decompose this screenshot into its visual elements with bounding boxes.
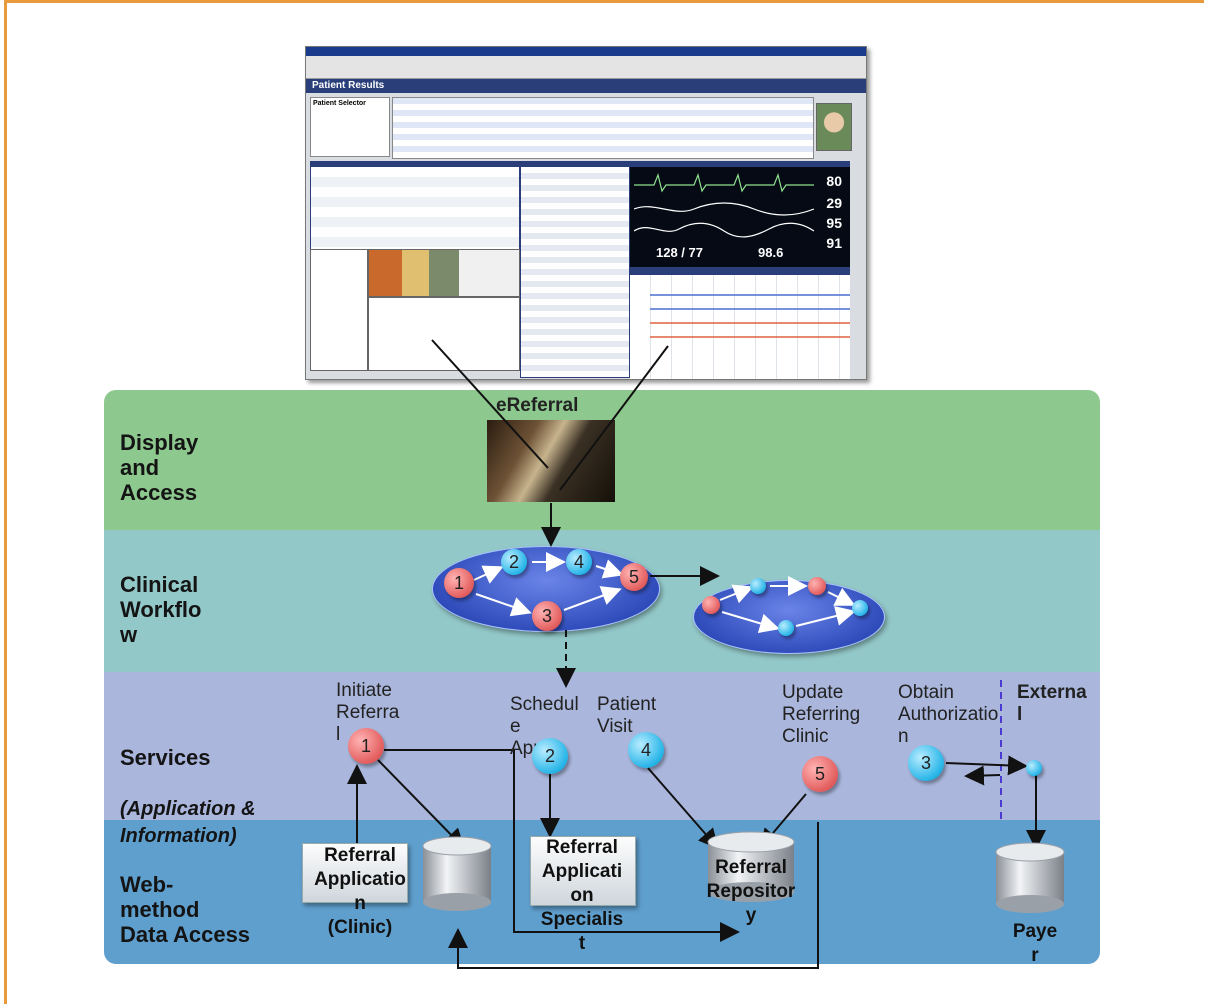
vitals-monitor: 80 29 95 91 128 / 77 98.6 — [630, 161, 850, 271]
workflow2-node-blue-b — [852, 600, 868, 616]
arrow-feedback-to-clinic-db — [448, 822, 819, 969]
wf2-arrow-a — [719, 584, 754, 604]
service-step-3: 3 — [908, 745, 944, 781]
trend-chart — [630, 267, 850, 379]
workflow-step-5: 5 — [620, 563, 648, 591]
vital-pr: 91 — [826, 235, 842, 251]
external-node — [1026, 760, 1042, 776]
trend-lines — [650, 294, 850, 338]
external-label: Externa l — [1017, 682, 1087, 725]
payer-database-icon — [995, 842, 1065, 913]
service-step-4: 4 — [628, 732, 664, 768]
wf-arrow-1-2 — [473, 565, 504, 584]
label-services: Services (Application & Information) — [120, 720, 256, 849]
workflow-step-2: 2 — [501, 549, 527, 575]
workflow2-node-blue-c — [778, 620, 794, 636]
image-thumbnails — [368, 249, 520, 297]
service-obtain-authorization-label: Obtain Authorizatio n — [898, 682, 999, 747]
ereferral-photo — [487, 420, 615, 502]
vital-bp: 128 / 77 — [656, 245, 703, 260]
app-title-bar: Patient Results — [306, 79, 866, 93]
patient-results-screenshot: Patient Results Patient Selector 80 29 9… — [305, 46, 867, 380]
workflow-step-3: 3 — [532, 601, 562, 631]
workflow-step-4: 4 — [566, 549, 592, 575]
service-step-2: 2 — [532, 738, 568, 774]
wf-arrow-4-5 — [595, 559, 624, 579]
workflow2-node-red-a — [702, 596, 720, 614]
payer-label: Paye r — [1012, 921, 1058, 966]
referral-repository-icon — [707, 831, 795, 902]
vital-resp: 29 — [826, 195, 842, 211]
app-title: Patient Results — [312, 80, 385, 91]
document-tree — [310, 249, 368, 371]
workflow2-node-red-b — [808, 577, 826, 595]
service-initiate-referral-label: Initiate Referra l — [336, 680, 400, 745]
arrow-initiate-to-repository — [384, 749, 740, 942]
wf2-arrow-e — [795, 606, 856, 627]
wf2-arrow-d — [721, 611, 780, 634]
patient-table — [392, 97, 814, 159]
patient-selector-label: Patient Selector — [313, 100, 366, 107]
arrow-external-to-obtain — [964, 765, 1001, 786]
window-menubar — [306, 56, 866, 79]
document-view — [368, 297, 520, 371]
patient-selector-panel: Patient Selector — [310, 97, 390, 157]
wf-arrow-3-5 — [563, 586, 622, 611]
referral-app-clinic-box — [302, 843, 408, 903]
referral-app-specialist-label: Referral Applicati on Specialis t — [540, 837, 624, 954]
wf-arrow-1-3 — [475, 593, 532, 617]
wf2-arrow-c — [827, 587, 856, 606]
vital-hr: 80 — [826, 173, 842, 189]
outer-frame — [4, 0, 1204, 1004]
referral-app-specialist-box — [530, 836, 636, 906]
referral-repository-label: Referral Repositor y — [706, 857, 796, 926]
clinic-database-icon — [422, 836, 492, 911]
arrow-initiate-to-db — [377, 759, 465, 849]
referral-app-clinic-label: Referral Applicatio n (Clinic) — [314, 845, 406, 938]
service-step-5: 5 — [802, 756, 838, 792]
line-screenshot-left — [431, 339, 549, 469]
label-display-access: Display and Access — [120, 430, 199, 505]
services-subtitle: (Application & Information) — [120, 798, 256, 847]
results-table — [520, 161, 630, 378]
workflow-step-1: 1 — [444, 568, 474, 598]
ecg-waveforms — [634, 173, 814, 238]
patient-photo — [816, 103, 852, 151]
line-screenshot-right — [559, 345, 669, 491]
window-titlebar — [306, 47, 866, 56]
lab-panel — [310, 161, 520, 254]
vital-spo2: 95 — [826, 215, 842, 231]
arrow-visit-to-repository — [647, 767, 719, 850]
workflow2-node-blue-a — [750, 578, 766, 594]
ereferral-label: eReferral — [496, 395, 579, 416]
service-step-1: 1 — [348, 728, 384, 764]
service-update-clinic-label: Update Referring Clinic — [782, 682, 861, 747]
service-patient-visit-label: Patient Visit — [597, 694, 657, 737]
arrow-obtain-to-external — [945, 755, 1028, 776]
services-title: Services — [120, 745, 211, 770]
label-clinical-workflow: Clinical Workflo w — [120, 572, 202, 647]
label-web-data-access: Web- method Data Access — [120, 872, 251, 947]
vital-temp: 98.6 — [758, 245, 784, 260]
